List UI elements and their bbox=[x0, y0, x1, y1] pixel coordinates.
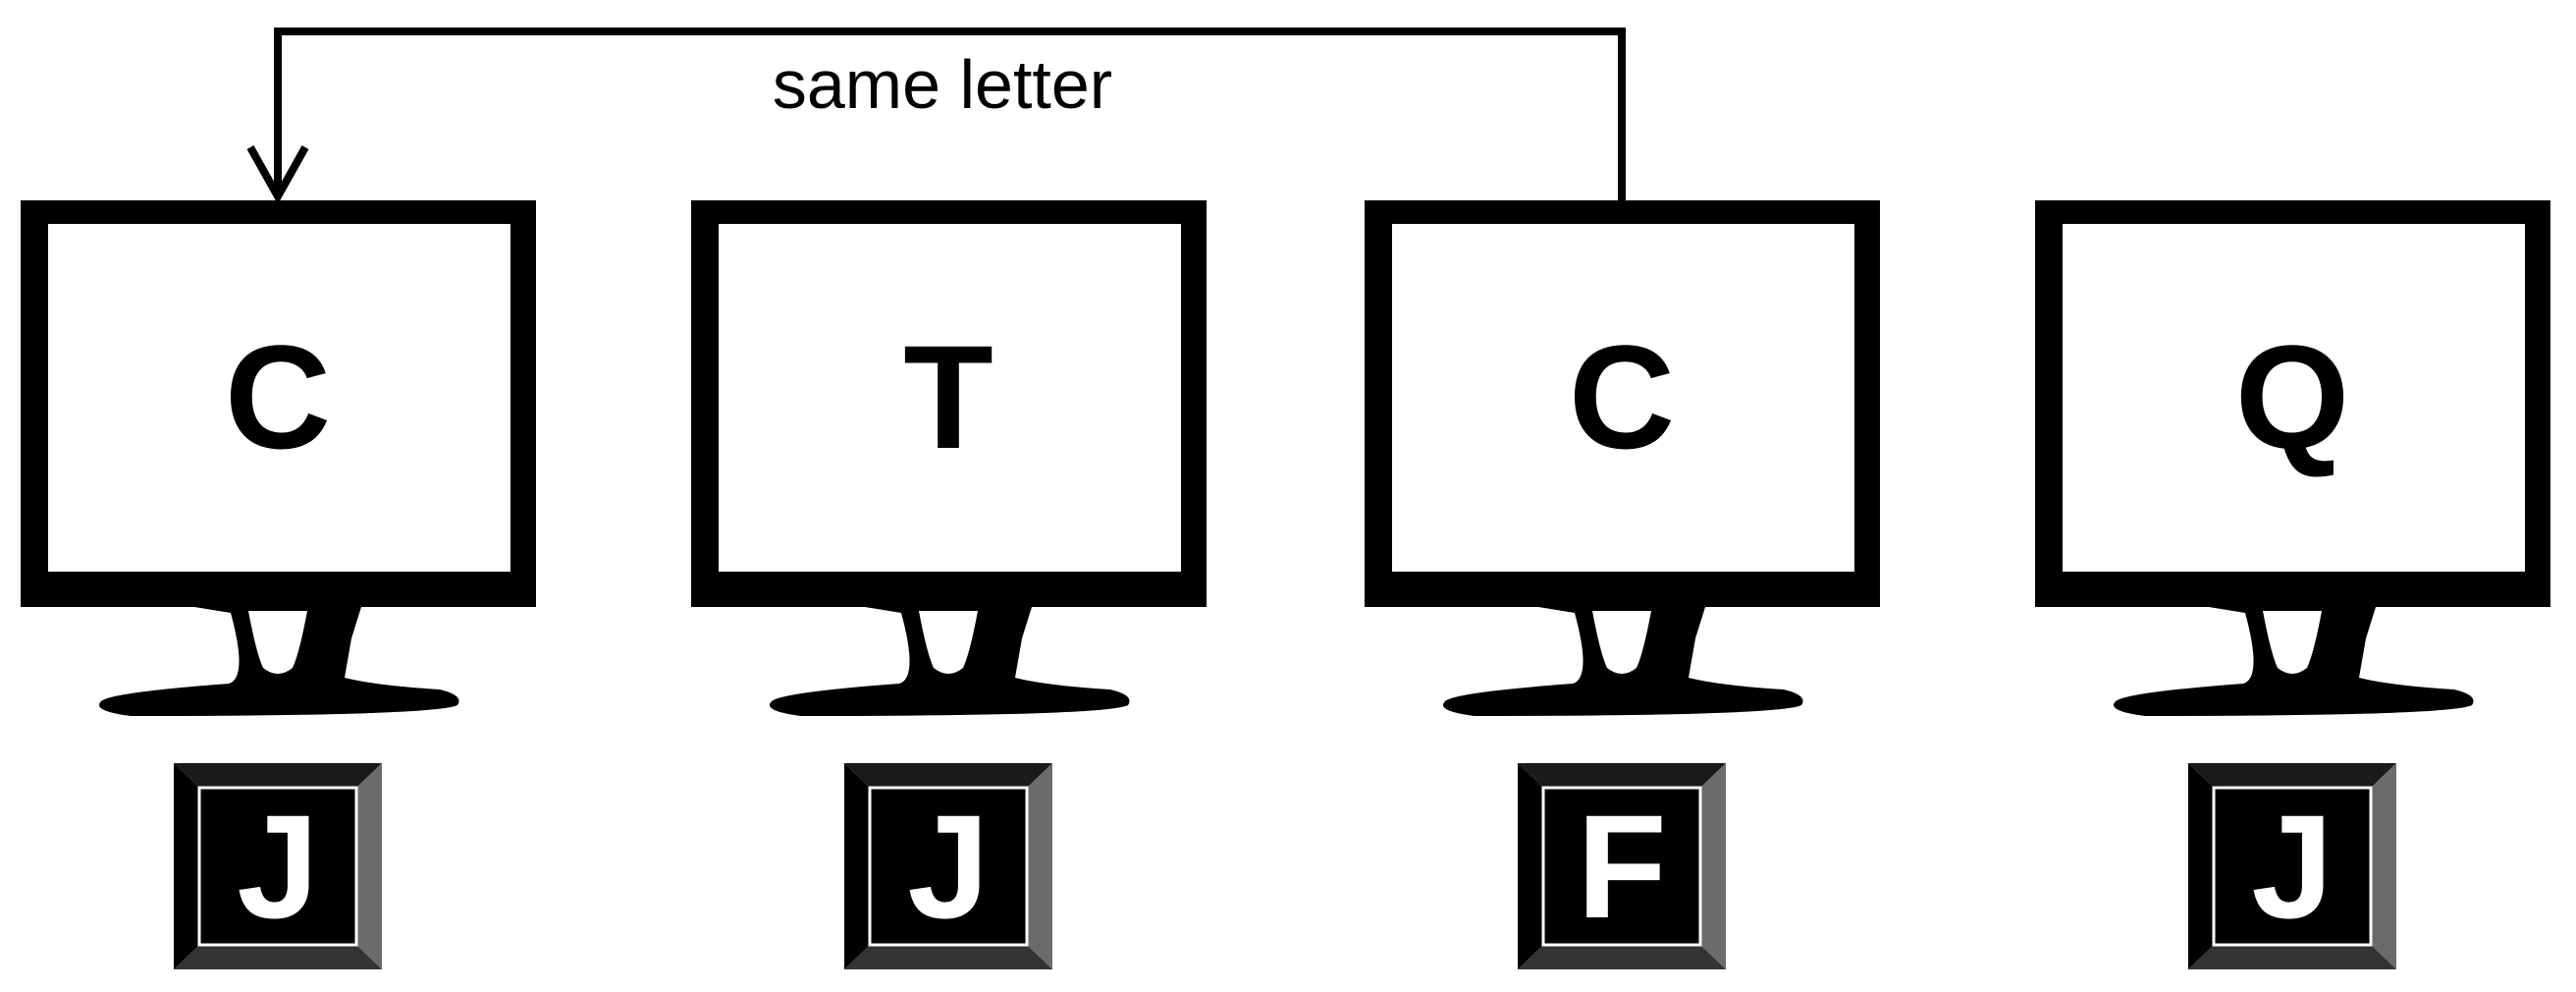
response-key: J bbox=[2188, 763, 2396, 969]
stimulus-letter: T bbox=[903, 314, 993, 479]
monitor-icon bbox=[2035, 200, 2550, 716]
key-label: F bbox=[1577, 784, 1667, 949]
monitor-screen bbox=[1392, 224, 1854, 572]
key-label: J bbox=[907, 784, 989, 949]
key-label: J bbox=[2251, 784, 2333, 949]
arrowhead-icon bbox=[246, 145, 309, 205]
stimulus-letter: Q bbox=[2235, 314, 2350, 479]
response-key: J bbox=[844, 763, 1052, 969]
stimulus-letter: C bbox=[225, 314, 331, 479]
trial-1: C J bbox=[21, 200, 536, 969]
same-letter-label: same letter bbox=[773, 46, 1112, 123]
trial-3: C F bbox=[1365, 200, 1880, 969]
monitor-icon bbox=[691, 200, 1207, 716]
trial-4: Q J bbox=[2035, 200, 2550, 969]
response-key: F bbox=[1518, 763, 1726, 969]
monitor-screen bbox=[48, 224, 510, 572]
trial-2: T J bbox=[691, 200, 1207, 969]
same-letter-annotation: same letter bbox=[246, 28, 1626, 205]
monitor-icon bbox=[1365, 200, 1880, 716]
same-letter-connector bbox=[274, 28, 1626, 201]
stimulus-letter: C bbox=[1569, 314, 1675, 479]
response-key: J bbox=[174, 763, 382, 969]
monitor-icon bbox=[21, 200, 536, 716]
key-label: J bbox=[237, 784, 318, 949]
monitor-screen bbox=[2063, 224, 2525, 572]
monitor-screen bbox=[719, 224, 1181, 572]
